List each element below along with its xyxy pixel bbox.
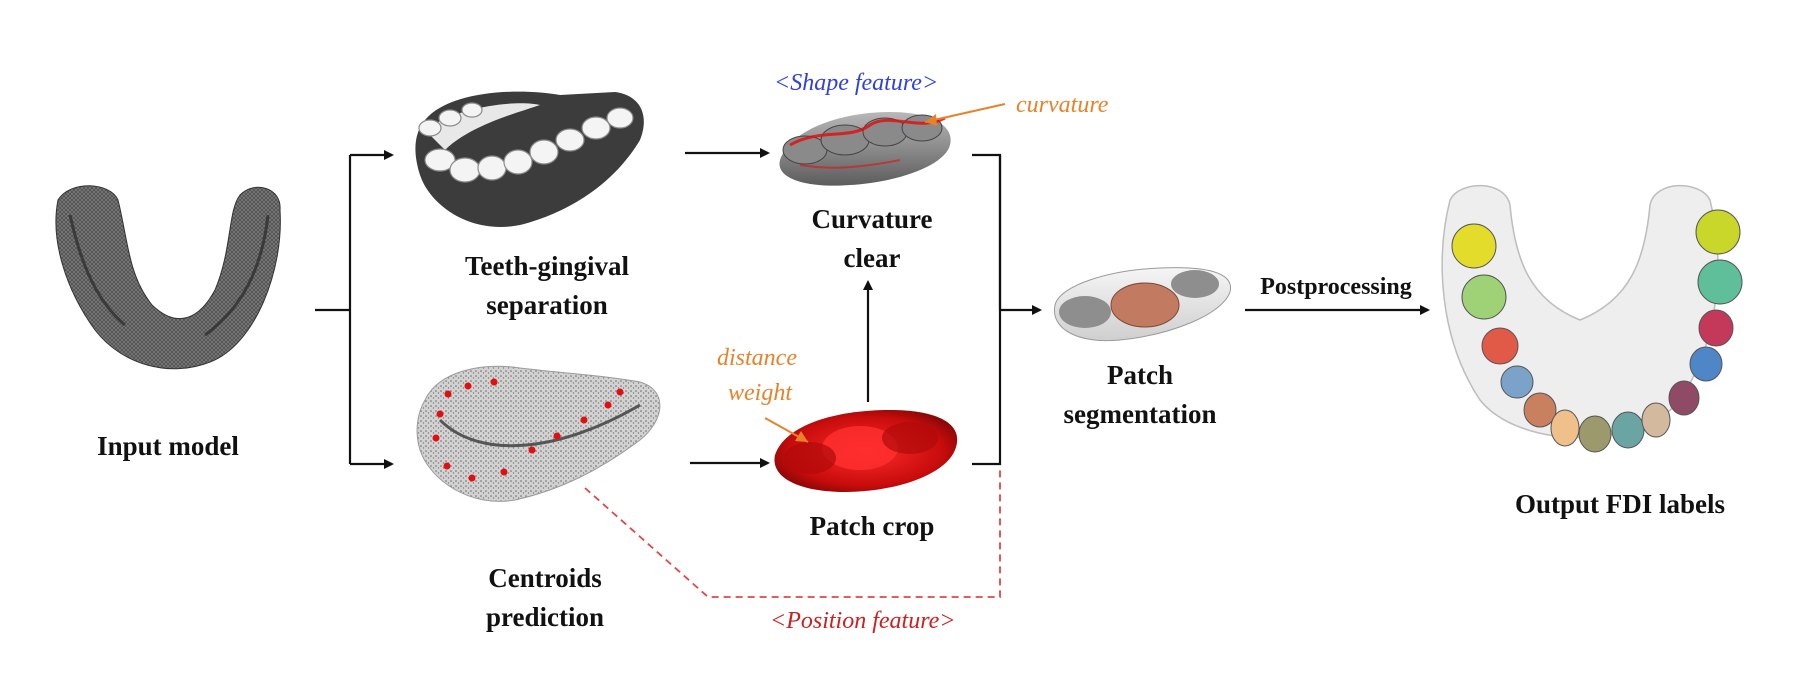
patch-segmentation-image xyxy=(1054,267,1231,342)
teeth-gingival-separation-image xyxy=(415,91,644,227)
teeth-sep-label-line1: Teeth-gingival xyxy=(464,251,630,281)
connectors xyxy=(315,148,1430,598)
output-fdi-image xyxy=(1441,184,1743,453)
patch-crop-label: Patch crop xyxy=(809,511,935,541)
distance-annotation-line2: weight xyxy=(728,380,792,406)
input-model-mesh-image xyxy=(55,185,281,370)
curvature-pointer-line xyxy=(924,103,1006,123)
patch-seg-label-line2: segmentation xyxy=(1063,399,1217,429)
centroids-label-line1: Centroids xyxy=(488,563,602,593)
curvature-pointer-head xyxy=(925,114,937,126)
patch-seg-label-line1: Patch xyxy=(1107,360,1173,390)
position-feature-annotation: <Position feature> xyxy=(770,608,956,634)
output-fdi-label: Output FDI labels xyxy=(1514,489,1726,519)
postprocessing-label: Postprocessing xyxy=(1260,274,1412,300)
distance-annotation-line1: distance xyxy=(717,345,797,371)
input-model-label: Input model xyxy=(97,431,239,461)
shape-feature-annotation: <Shape feature> xyxy=(774,70,939,96)
centroids-prediction-image xyxy=(416,365,661,502)
position-feature-dashed-line xyxy=(584,466,1001,598)
curvature-clear-label-line2: clear xyxy=(843,243,901,273)
centroid-dots xyxy=(432,378,624,482)
patch-crop-image xyxy=(774,410,958,492)
curvature-annotation: curvature xyxy=(1016,92,1109,118)
distance-pointer-head xyxy=(795,431,808,442)
curvature-clear-image xyxy=(779,112,951,186)
merge-bracket xyxy=(972,153,1002,466)
centroids-label-line2: prediction xyxy=(485,602,605,632)
curvature-clear-label-line1: Curvature xyxy=(811,204,933,234)
teeth-sep-label-line2: separation xyxy=(486,290,608,320)
